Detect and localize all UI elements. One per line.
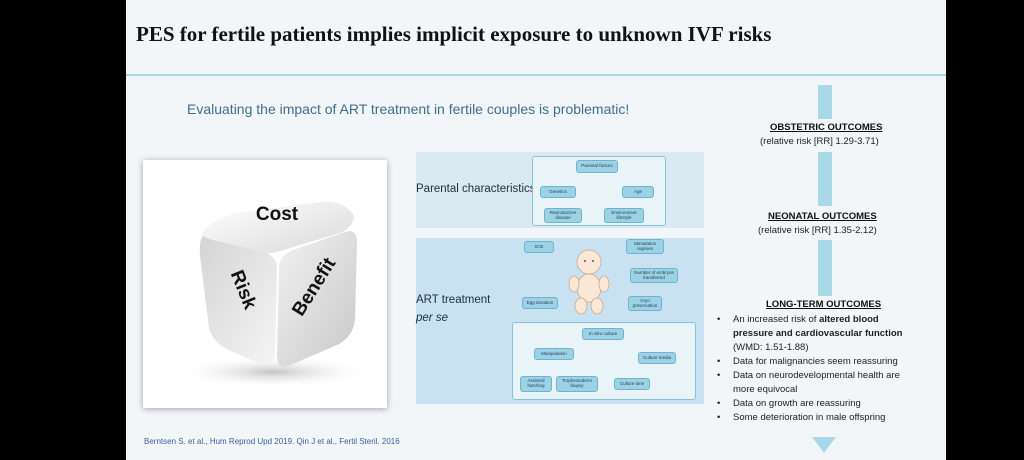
timeline-bar-3 bbox=[818, 240, 832, 296]
node-manipulation: Manipulation bbox=[534, 348, 574, 360]
baby-illustration bbox=[568, 249, 610, 315]
dice-graphic: Cost Risk Benefit bbox=[173, 201, 373, 388]
slide-title: PES for fertile patients implies implici… bbox=[136, 22, 772, 46]
dice-top-face bbox=[202, 201, 354, 254]
lt-item1-bold2: pressure and cardiovascular function bbox=[733, 328, 903, 339]
lt-item1-bold1: altered blood bbox=[819, 314, 879, 325]
art-treatment-per-se-label: per se bbox=[416, 312, 448, 324]
node-egg-donation: Egg donation bbox=[522, 297, 558, 309]
node-age: Age bbox=[622, 186, 654, 198]
down-arrow-icon bbox=[812, 437, 836, 453]
node-number-embryos: Number of embryos transferred bbox=[630, 268, 678, 283]
art-diagram: Parental characteristics ART treatment p… bbox=[416, 152, 704, 404]
dice-image: Cost Risk Benefit bbox=[143, 160, 387, 408]
timeline-bar-2 bbox=[818, 152, 832, 206]
long-term-outcomes-heading: LONG-TERM OUTCOMES bbox=[766, 299, 882, 310]
node-environment-lifestyle: Environment lifestyle bbox=[604, 208, 644, 223]
lt-item3-line2: more equivocal bbox=[733, 384, 798, 395]
lt-item4: Data on growth are reassuring bbox=[733, 398, 861, 409]
node-in-vitro-culture: In vitro culture bbox=[582, 328, 624, 340]
neonatal-outcomes-rr: (relative risk [RR] 1.35-2.12) bbox=[758, 225, 877, 236]
timeline-bar-1 bbox=[818, 85, 832, 119]
node-culture-time: Culture time bbox=[614, 378, 650, 390]
parental-characteristics-label: Parental characteristics bbox=[416, 183, 536, 195]
list-item: Data on growth are reassuring bbox=[714, 397, 939, 411]
lt-item1-pre: An increased risk of bbox=[733, 314, 820, 325]
art-treatment-label: ART treatment bbox=[416, 294, 491, 306]
lt-item5: Some deterioration in male offspring bbox=[733, 412, 886, 423]
title-divider bbox=[126, 74, 946, 76]
lt-item3-line1: Data on neurodevelopmental health are bbox=[733, 370, 900, 381]
node-reproductive-disease: Reproductive disease bbox=[544, 208, 582, 223]
long-term-outcomes-list: An increased risk of altered blood press… bbox=[714, 313, 939, 425]
dice-word-cost: Cost bbox=[256, 204, 299, 225]
neonatal-outcomes-heading: NEONATAL OUTCOMES bbox=[768, 211, 877, 222]
lt-item2: Data for malignancies seem reassuring bbox=[733, 356, 898, 367]
dice-right-face bbox=[277, 231, 357, 367]
list-item: Some deterioration in male offspring bbox=[714, 411, 939, 425]
lt-item1-post: (WMD: 1.51-1.88) bbox=[733, 342, 809, 353]
list-item: Data for malignancies seem reassuring bbox=[714, 355, 939, 369]
node-stimulation-regimes: Stimulation regimes bbox=[626, 239, 664, 254]
obstetric-outcomes-heading: OBSTETRIC OUTCOMES bbox=[770, 122, 883, 133]
node-icsi: ICSI bbox=[524, 241, 554, 253]
node-cryo-preservation: Cryo preservation bbox=[628, 296, 662, 311]
list-item: An increased risk of altered blood press… bbox=[714, 313, 939, 355]
list-item: Data on neurodevelopmental health are mo… bbox=[714, 369, 939, 397]
node-assisted-hatching: Assisted hatching bbox=[520, 376, 552, 392]
slide-subtitle: Evaluating the impact of ART treatment i… bbox=[187, 101, 630, 117]
node-culture-media: Culture media bbox=[638, 352, 676, 364]
node-parental-factors: Parental factors bbox=[576, 160, 618, 173]
slide: PES for fertile patients implies implici… bbox=[126, 0, 946, 460]
node-trophectoderm-biopsy: Trophectoderm biopsy bbox=[556, 376, 598, 392]
dice-shadow bbox=[173, 356, 373, 388]
node-genetics: Genetics bbox=[540, 186, 576, 198]
obstetric-outcomes-rr: (relative risk [RR] 1.29-3.71) bbox=[760, 136, 879, 147]
citation: Berntsen S. et al., Hum Reprod Upd 2019.… bbox=[144, 437, 400, 446]
dice-left-face bbox=[199, 236, 277, 365]
